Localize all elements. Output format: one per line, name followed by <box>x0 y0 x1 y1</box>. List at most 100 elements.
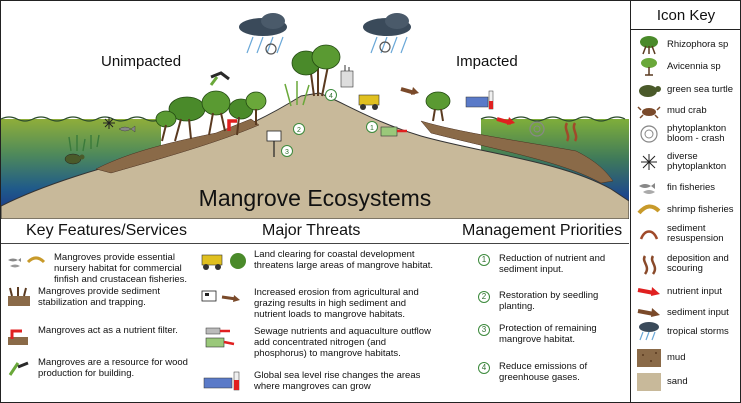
management-item: 4 Reduce emissions of greenhouse gases. <box>478 361 628 383</box>
key-label: shrimp fisheries <box>667 203 734 215</box>
key-item-crab: mud crab <box>635 100 739 122</box>
svg-text:4: 4 <box>329 93 333 100</box>
key-label: Avicennia sp <box>667 60 721 72</box>
sediment-arrow-icon <box>400 87 419 95</box>
key-feature-text: Mangroves are a resource for wood produc… <box>38 357 188 379</box>
threat-text: Land clearing for coastal development th… <box>254 249 434 271</box>
right-storm-icon <box>363 13 411 54</box>
left-mangrove-forest <box>68 81 310 152</box>
rhizophora-icon <box>640 36 658 55</box>
priority-text: Reduction of nutrient and sediment input… <box>499 253 606 275</box>
marker-1: 1 <box>366 121 378 133</box>
deposition-icon <box>564 122 578 142</box>
key-label: sediment input <box>667 306 729 318</box>
key-label: fin fisheries <box>667 181 716 193</box>
management-priorities-heading: Management Priorities <box>462 222 623 239</box>
phytoplankton-bloom-icon <box>640 125 658 143</box>
priority-number: 2 <box>478 291 490 303</box>
sea-level-icon <box>465 90 494 110</box>
agriculture-grazing-icon <box>201 290 240 302</box>
key-item-diverse-phytoplankton: diverse phytoplankton <box>635 151 739 173</box>
key-feature-text: Mangroves act as a nutrient filter. <box>38 325 178 336</box>
threat-item: Sewage nutrients and aquaculture outflow… <box>200 326 440 359</box>
section-divider <box>1 243 629 244</box>
icon-key-divider <box>631 29 741 30</box>
key-label: tropical storms <box>667 325 729 337</box>
storm-icon <box>639 322 659 341</box>
key-feature-item: Mangroves are a resource for wood produc… <box>6 357 196 379</box>
sediment-trap-icon <box>8 287 30 306</box>
nutrient-arrow-icon <box>227 117 515 131</box>
shrimp-icon <box>637 204 661 215</box>
key-label: phytoplankton bloom - crash <box>667 122 727 144</box>
key-item-sediment-resuspension: sediment resuspension <box>635 223 739 245</box>
diverse-phytoplankton-icon <box>641 154 657 170</box>
diagram-scene: 1 2 3 4 <box>0 13 630 220</box>
threat-text: Sewage nutrients and aquaculture outflow… <box>254 326 431 359</box>
nutrient-arrow-icon <box>637 287 660 296</box>
unimpacted-label: Unimpacted <box>101 53 182 70</box>
priority-number: 1 <box>478 254 490 266</box>
key-label: deposition and scouring <box>667 252 729 274</box>
tractor-icon <box>340 65 354 88</box>
key-feature-text: Mangroves provide sediment stabilization… <box>38 286 160 308</box>
key-label: sand <box>667 375 688 387</box>
avicennia-icon <box>641 58 657 76</box>
turtle-icon <box>639 85 661 97</box>
key-item-sand: sand <box>635 371 739 393</box>
key-feature-item: Mangroves act as a nutrient filter. <box>6 325 196 347</box>
phytoplankton-bloom-icon <box>529 121 545 137</box>
threat-text: Increased erosion from agricultural and … <box>254 287 419 320</box>
key-feature-item: Mangroves provide essential nursery habi… <box>6 252 196 285</box>
key-label: mud <box>667 351 686 363</box>
sign-icon <box>266 130 282 157</box>
priority-number: 4 <box>478 362 490 374</box>
key-item-mud: mud <box>635 347 739 369</box>
priority-text: Restoration by seedling planting. <box>499 290 599 312</box>
threat-item: Global sea level rise changes the areas … <box>200 370 440 392</box>
threat-item: Land clearing for coastal development th… <box>200 249 440 271</box>
marker-2: 2 <box>293 123 305 135</box>
center-tree <box>291 44 341 97</box>
left-storm-icon <box>239 13 287 55</box>
sewage-pond-icon <box>380 126 407 137</box>
marker-4: 4 <box>325 89 337 101</box>
key-item-shrimp-fisheries: shrimp fisheries <box>635 199 739 221</box>
priority-text: Reduce emissions of greenhouse gases. <box>499 361 588 383</box>
sand-icon <box>637 373 661 391</box>
svg-text:1: 1 <box>370 125 374 132</box>
priority-number: 3 <box>478 324 490 336</box>
key-item-phytoplankton-bloom: phytoplankton bloom - crash <box>635 123 739 145</box>
diverse-phytoplankton-icon <box>103 117 115 129</box>
key-item-nutrient-input: nutrient input <box>635 281 739 303</box>
key-label: Rhizophora sp <box>667 38 729 50</box>
icon-key-panel: Icon Key Rhizophora sp Avicennia sp gree… <box>630 1 741 402</box>
left-mud-bank <box>95 118 260 174</box>
diagram-title: Mangrove Ecosystems <box>198 185 432 211</box>
threat-item: Increased erosion from agricultural and … <box>200 287 440 320</box>
mud-icon <box>637 349 661 367</box>
key-item-deposition: deposition and scouring <box>635 253 739 275</box>
marker-3: 3 <box>281 145 293 157</box>
mangrove-diagram: 1 2 3 4 Unimpacted Impacted Mangrove Eco… <box>0 1 630 220</box>
right-mangroves <box>425 91 451 122</box>
icon-key-title: Icon Key <box>656 7 716 24</box>
key-feature-item: Mangroves provide sediment stabilization… <box>6 286 196 308</box>
crab-icon <box>637 106 661 119</box>
key-label: sediment resuspension <box>667 222 724 244</box>
sediment-resuspension-icon <box>639 230 659 240</box>
fish-icon <box>118 125 136 133</box>
deposition-icon <box>642 255 657 275</box>
wood-resource-icon <box>8 361 29 376</box>
wood-harvest-icon <box>209 71 230 86</box>
key-label: diverse phytoplankton <box>667 150 727 172</box>
key-item-tropical-storms: tropical storms <box>635 321 739 343</box>
key-item-sediment-input: sediment input <box>635 302 739 324</box>
key-feature-text: Mangroves provide essential nursery habi… <box>54 252 188 285</box>
right-mud-bank <box>420 120 614 184</box>
svg-text:2: 2 <box>297 127 301 134</box>
management-item: 1 Reduction of nutrient and sediment inp… <box>478 253 628 275</box>
major-threats-heading: Major Threats <box>262 222 361 239</box>
priority-text: Protection of remaining mangrove habitat… <box>499 323 597 345</box>
nutrient-filter-icon <box>8 329 28 345</box>
